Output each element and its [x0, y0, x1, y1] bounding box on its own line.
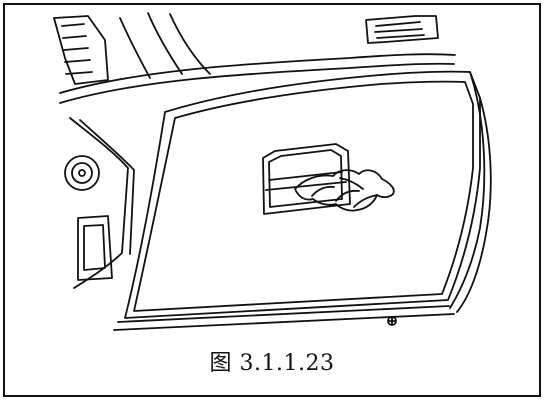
door-right-edge — [449, 71, 486, 309]
left-side-panel — [69, 117, 129, 289]
left-lower-cutout — [77, 215, 113, 281]
figure-frame: 图 3.1.1.23 — [3, 3, 541, 397]
handle-recess-inner — [268, 149, 343, 208]
screw-icon — [387, 316, 397, 326]
knob-center — [78, 169, 86, 177]
left-side-panel-2 — [79, 119, 135, 255]
knob-inner — [71, 162, 93, 184]
left-lower-cutout-2 — [83, 224, 106, 271]
glovebox-door — [124, 70, 481, 319]
door-right-edge-2 — [456, 97, 492, 313]
figure-caption: 图 3.1.1.23 — [209, 351, 335, 376]
dash-top-outline-2 — [59, 62, 455, 104]
dash-upper-fold — [119, 17, 151, 79]
dash-top-outline — [59, 53, 456, 94]
lower-trim — [117, 305, 450, 323]
air-vent-outline — [365, 15, 439, 44]
dash-upper-fold-3 — [169, 13, 211, 75]
figure-illustration — [50, 8, 502, 343]
lower-trim-2 — [113, 313, 455, 331]
handle-lip — [268, 171, 343, 181]
hand-outline — [294, 169, 395, 212]
knob-outer — [64, 155, 100, 191]
glovebox-door-inner — [133, 80, 474, 312]
handle-lip-2 — [265, 181, 347, 191]
dash-upper-fold-2 — [147, 12, 183, 75]
left-panel — [53, 15, 109, 85]
handle-recess — [262, 143, 351, 215]
